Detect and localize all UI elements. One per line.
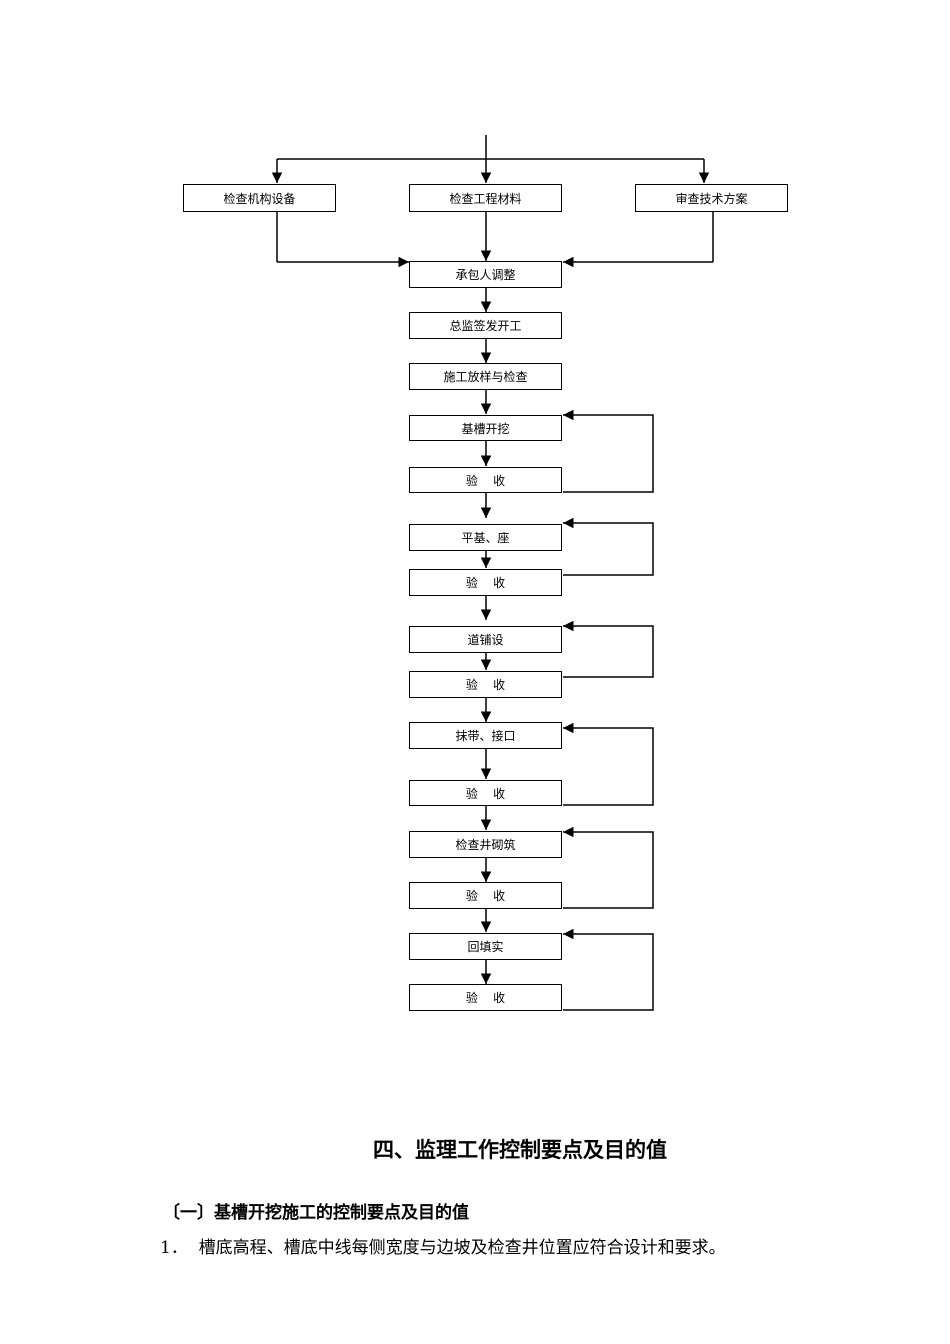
flow-box-start-order: 总监签发开工: [409, 312, 562, 339]
flow-box-review-plan: 审查技术方案: [635, 184, 788, 212]
flow-box-acceptance: 验 收: [409, 882, 562, 909]
flow-box-contractor-adjust: 承包人调整: [409, 261, 562, 288]
flowchart-lines: [271, 135, 714, 1011]
flow-box-manhole-masonry: 检查井砌筑: [409, 831, 562, 858]
flow-box-acceptance: 验 收: [409, 984, 562, 1011]
flow-box-base-seat: 平基、座: [409, 524, 562, 551]
flow-box-trench-excavation: 基槽开挖: [409, 415, 562, 441]
list-item: 1． 槽底高程、槽底中线每侧宽度与边坡及检查井位置应符合设计和要求。: [160, 1238, 726, 1258]
flow-box-joints: 抹带、接口: [409, 722, 562, 749]
flow-box-backfill: 回填实: [409, 933, 562, 960]
section-heading: 四、监理工作控制要点及目的值: [373, 1137, 667, 1162]
flow-box-acceptance: 验 收: [409, 780, 562, 806]
flow-box-check-materials: 检查工程材料: [409, 184, 562, 212]
flow-box-acceptance: 验 收: [409, 671, 562, 698]
flow-box-pipe-laying: 道铺设: [409, 626, 562, 653]
flow-box-check-equipment: 检查机构设备: [183, 184, 336, 212]
subsection-heading: 〔一〕基槽开挖施工的控制要点及目的值: [163, 1203, 469, 1223]
flow-box-acceptance: 验 收: [409, 569, 562, 596]
flow-box-acceptance: 验 收: [409, 467, 562, 493]
flow-box-setting-out: 施工放样与检查: [409, 363, 562, 390]
